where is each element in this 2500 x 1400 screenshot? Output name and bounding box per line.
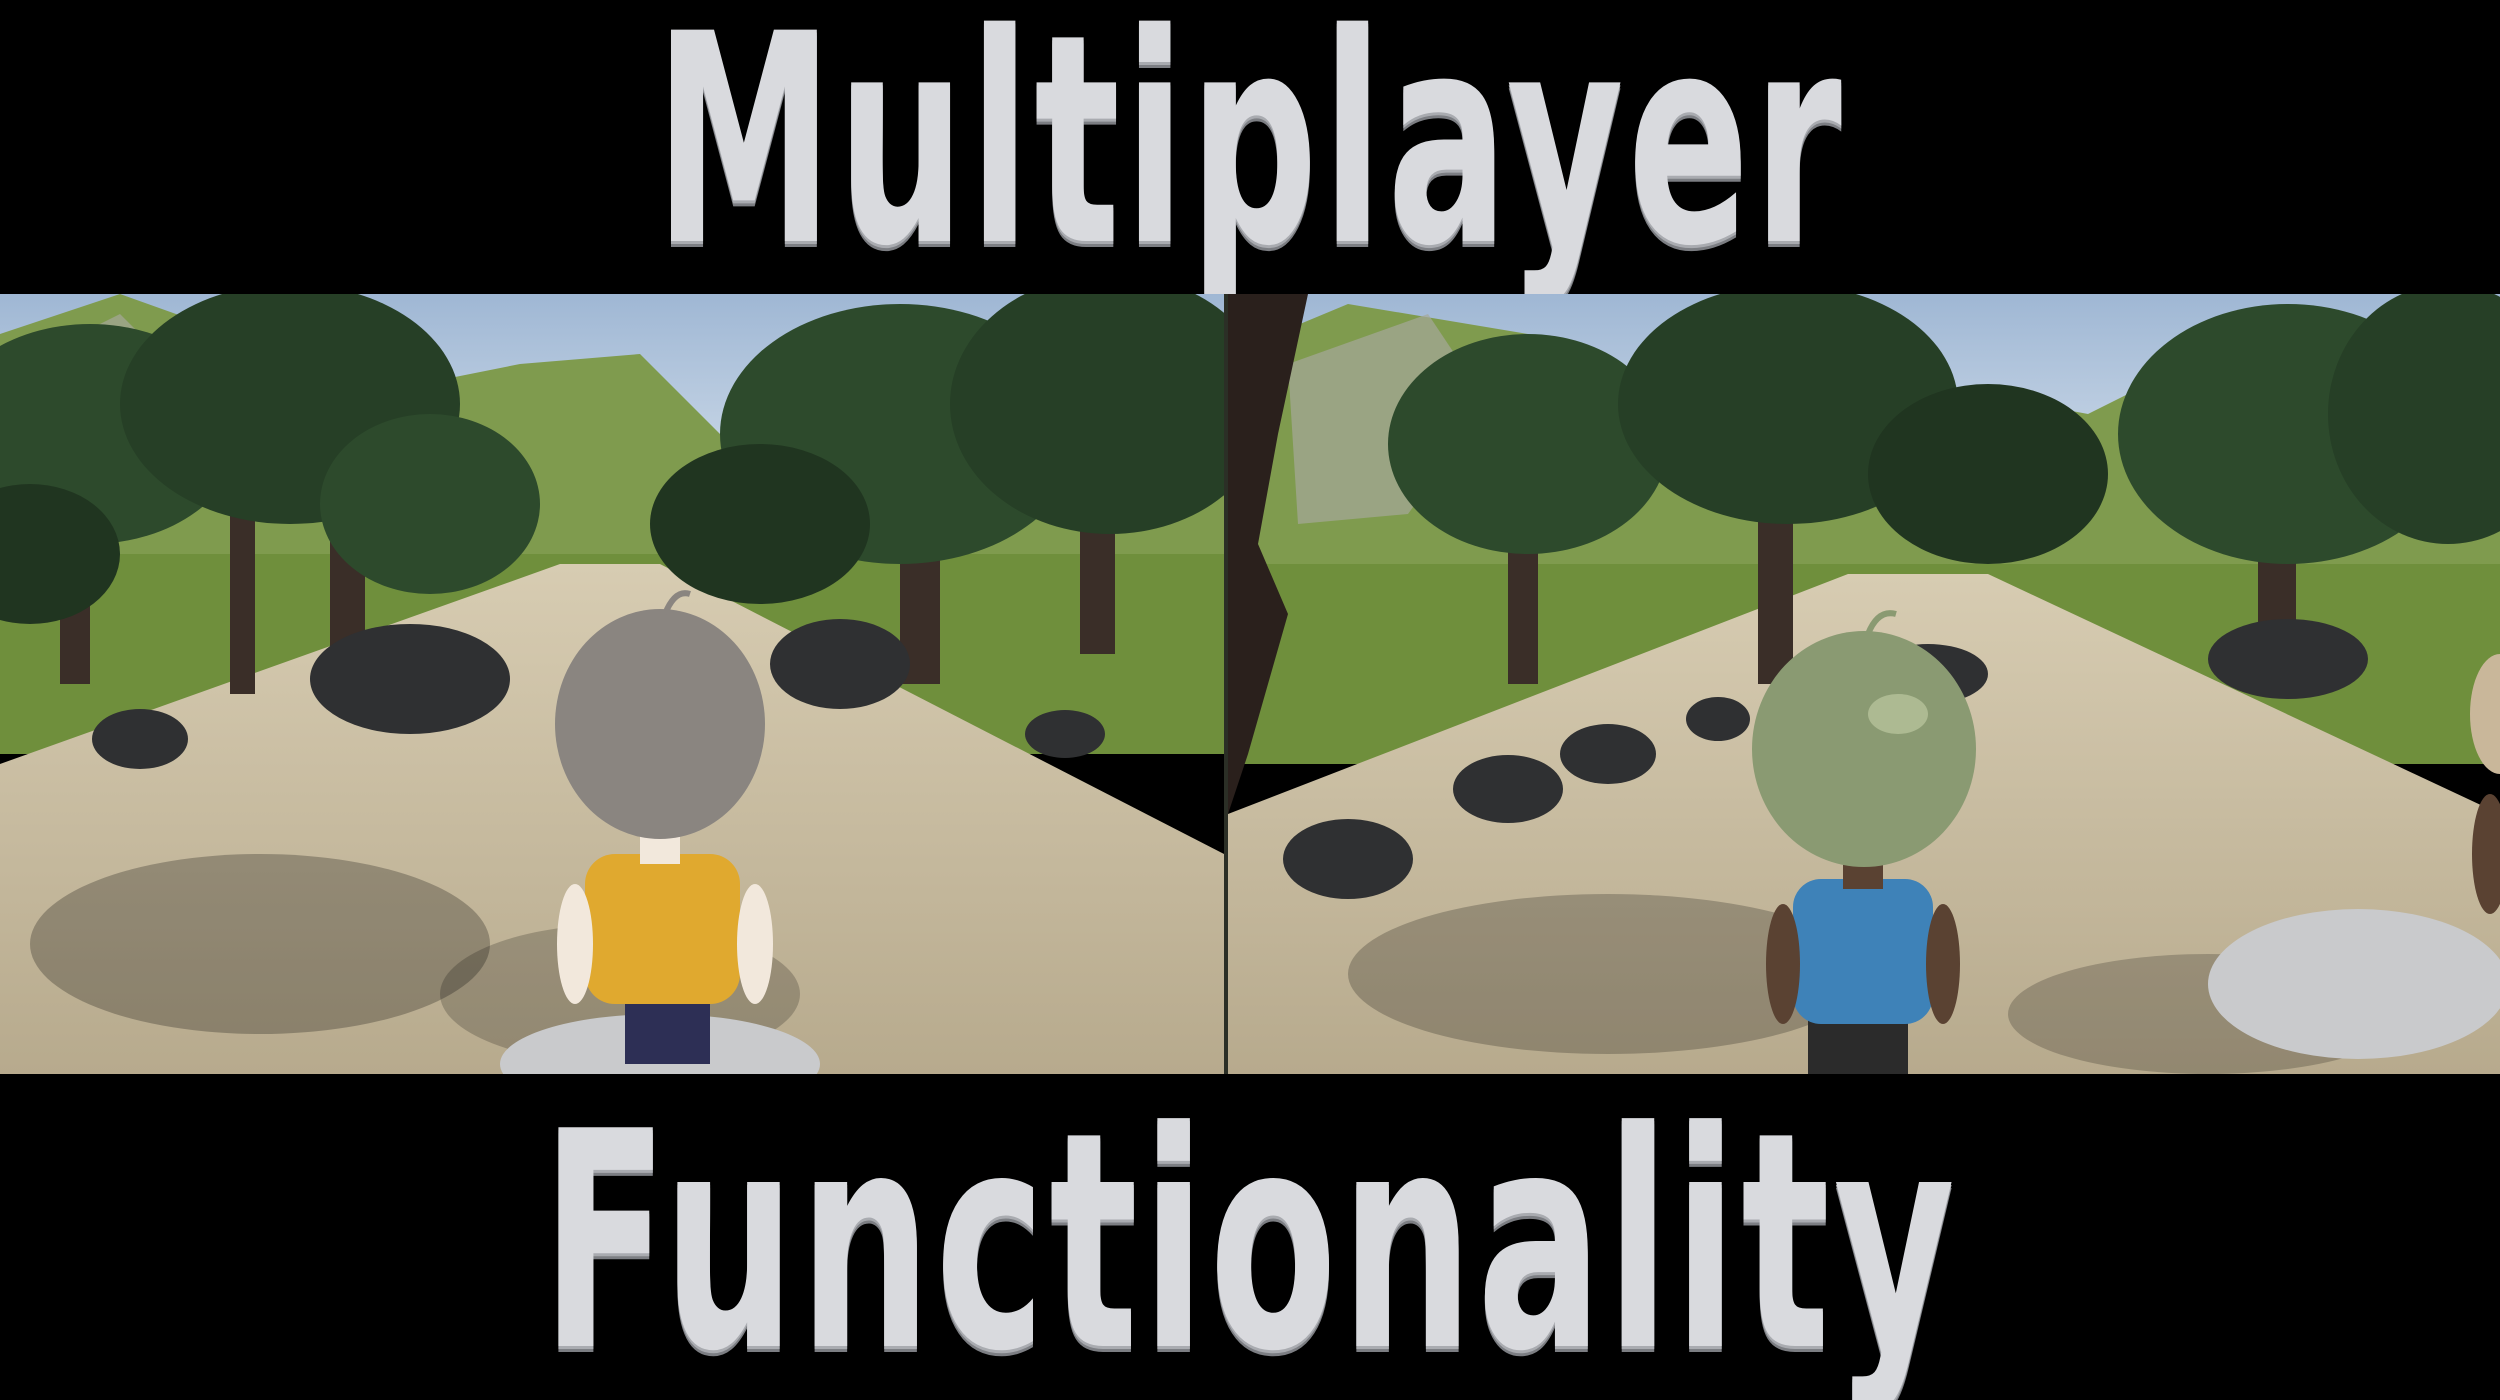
rock (1453, 755, 1563, 823)
rock (1283, 819, 1413, 899)
player-1-viewport (0, 294, 1224, 1074)
spawn-pad (2208, 909, 2500, 1059)
rock (92, 709, 188, 769)
tree-trunk (1228, 294, 1308, 814)
rock (2208, 619, 2368, 699)
rock (310, 624, 510, 734)
title-functionality: Functionality (541, 1068, 1959, 1400)
rock (770, 619, 910, 709)
tree-cluster-left (0, 294, 540, 694)
tree-cluster-right (650, 294, 1224, 684)
rock (1560, 724, 1656, 784)
split-screen-divider (1224, 294, 1228, 1074)
player-2-scene (1228, 294, 2500, 1074)
player-2-viewport (1228, 294, 2500, 1074)
title-multiplayer: Multiplayer (654, 0, 1846, 310)
shadow (30, 854, 490, 1034)
shadow (1348, 894, 1868, 1054)
player-1-scene (0, 294, 1224, 1074)
other-player-avatar (2470, 654, 2500, 914)
rock (1686, 697, 1750, 741)
player-1-avatar (500, 590, 820, 1074)
player-2-avatar (1752, 610, 1976, 1074)
rock (1025, 710, 1105, 758)
